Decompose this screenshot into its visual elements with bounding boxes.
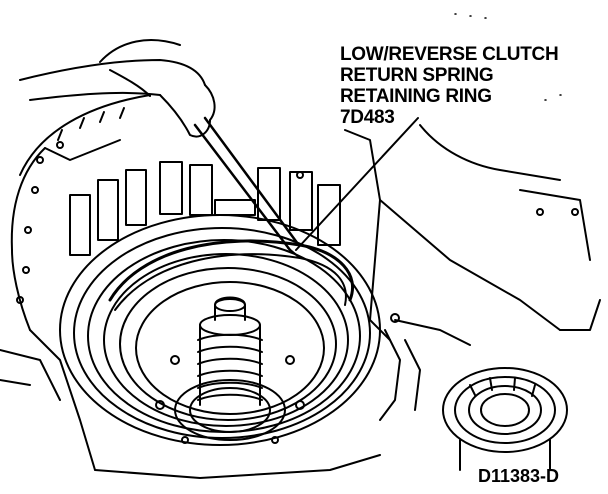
callout-line-3: RETAINING RING — [340, 86, 492, 107]
callout-line-2: RETURN SPRING — [340, 65, 494, 86]
part-callout-label: LOW/REVERSE CLUTCH RETURN SPRING RETAINI… — [340, 44, 559, 128]
clutch-drum — [60, 215, 380, 445]
case-housing — [12, 95, 150, 470]
technician-hand — [20, 40, 215, 136]
case-lower-left — [0, 350, 380, 478]
retaining-ring — [110, 241, 353, 310]
callout-part-number: 7D483 — [340, 107, 395, 128]
bearing-assembly — [443, 368, 567, 470]
callout-line-1: LOW/REVERSE CLUTCH — [340, 44, 559, 65]
callout-leader-line — [296, 118, 418, 250]
figure-id: D11383-D — [478, 466, 560, 486]
base-bolts — [156, 356, 304, 443]
center-hub — [175, 298, 285, 441]
case-right-side — [297, 125, 600, 420]
print-speckle — [455, 14, 561, 100]
drum-splines — [70, 162, 340, 255]
return-spring-coils — [198, 335, 262, 400]
